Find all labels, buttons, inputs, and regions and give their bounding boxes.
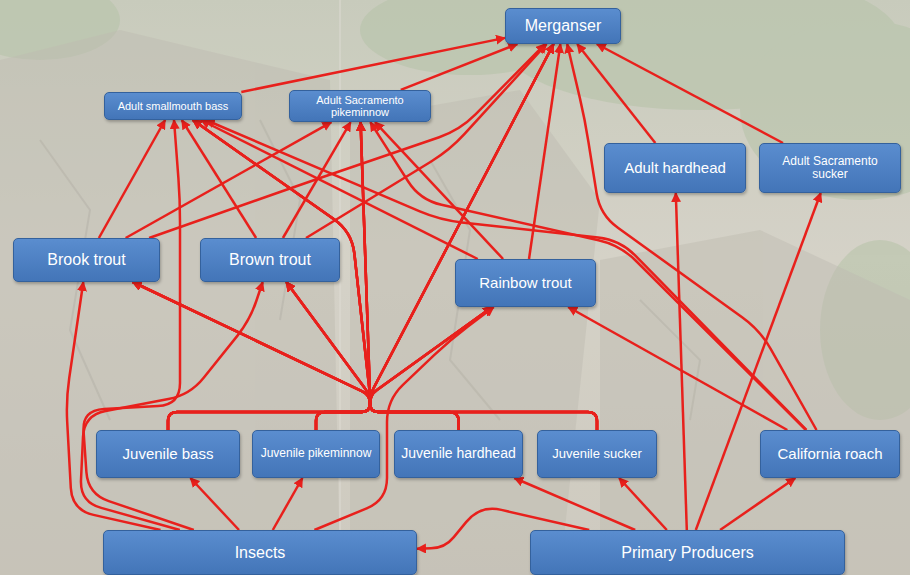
species-box: Adult hardhead xyxy=(604,143,746,193)
feeding-arrow xyxy=(567,44,816,430)
feeding-arrow xyxy=(133,282,370,430)
species-label: Primary Producers xyxy=(621,544,753,562)
feeding-arrow xyxy=(283,122,351,238)
species-label: Juvenile bass xyxy=(123,446,214,463)
feeding-arrow xyxy=(370,122,806,430)
feeding-arrow xyxy=(401,44,518,90)
species-label: Adult hardhead xyxy=(624,160,726,177)
species-label: Merganser xyxy=(525,17,601,35)
feeding-arrow xyxy=(306,44,547,238)
species-box: Rainbow trout xyxy=(455,259,596,307)
feeding-arrow xyxy=(314,307,493,530)
species-label: Adult Sacramento sucker xyxy=(765,155,895,181)
species-label: Juvenile sucker xyxy=(552,447,642,461)
species-label: Adult Sacramento pikeminnow xyxy=(295,94,425,118)
feeding-arrow xyxy=(529,44,560,259)
species-box: Juvenile pikeminnow xyxy=(252,430,380,478)
feeding-arrow xyxy=(597,44,783,143)
species-box: Merganser xyxy=(505,8,621,44)
species-box: Insects xyxy=(103,530,417,575)
species-label: Brown trout xyxy=(229,251,311,269)
feeding-arrow xyxy=(577,44,655,143)
feeding-arrow xyxy=(619,478,667,530)
species-box: Juvenile sucker xyxy=(537,430,657,478)
species-box: Brook trout xyxy=(13,238,160,282)
species-box: Adult smallmouth bass xyxy=(104,92,242,120)
feeding-arrow xyxy=(696,193,821,530)
species-label: California roach xyxy=(777,446,882,463)
feeding-arrow xyxy=(133,282,370,430)
feeding-arrow xyxy=(81,282,263,530)
feeding-arrow xyxy=(149,44,545,238)
species-label: Insects xyxy=(235,544,286,562)
species-label: Rainbow trout xyxy=(479,275,572,292)
species-box: Adult Sacramento pikeminnow xyxy=(289,90,431,122)
feeding-arrow xyxy=(168,120,370,430)
feeding-arrow xyxy=(568,307,787,430)
feeding-arrow xyxy=(126,122,332,238)
species-box: Adult Sacramento sucker xyxy=(759,143,901,193)
species-box: Brown trout xyxy=(200,238,340,282)
feeding-arrow xyxy=(286,282,370,430)
feeding-arrow xyxy=(286,282,458,430)
species-label: Adult smallmouth bass xyxy=(118,100,229,112)
feeding-arrow xyxy=(361,122,597,430)
feeding-arrow xyxy=(514,478,635,530)
species-box: California roach xyxy=(760,430,900,478)
species-box: Juvenile hardhead xyxy=(394,430,522,478)
feeding-arrow xyxy=(193,120,597,430)
feeding-arrow xyxy=(168,122,370,430)
species-label: Brook trout xyxy=(47,251,125,269)
feeding-arrow xyxy=(375,122,503,259)
feeding-arrow xyxy=(193,120,459,430)
feeding-arrow xyxy=(720,478,795,530)
species-label: Juvenile hardhead xyxy=(401,446,515,461)
species-label: Juvenile pikeminnow xyxy=(261,447,372,460)
feeding-arrow xyxy=(273,478,303,530)
species-box: Primary Producers xyxy=(530,530,845,575)
feeding-arrow xyxy=(190,478,239,530)
species-box: Juvenile bass xyxy=(96,430,240,478)
feeding-arrow xyxy=(676,193,687,530)
